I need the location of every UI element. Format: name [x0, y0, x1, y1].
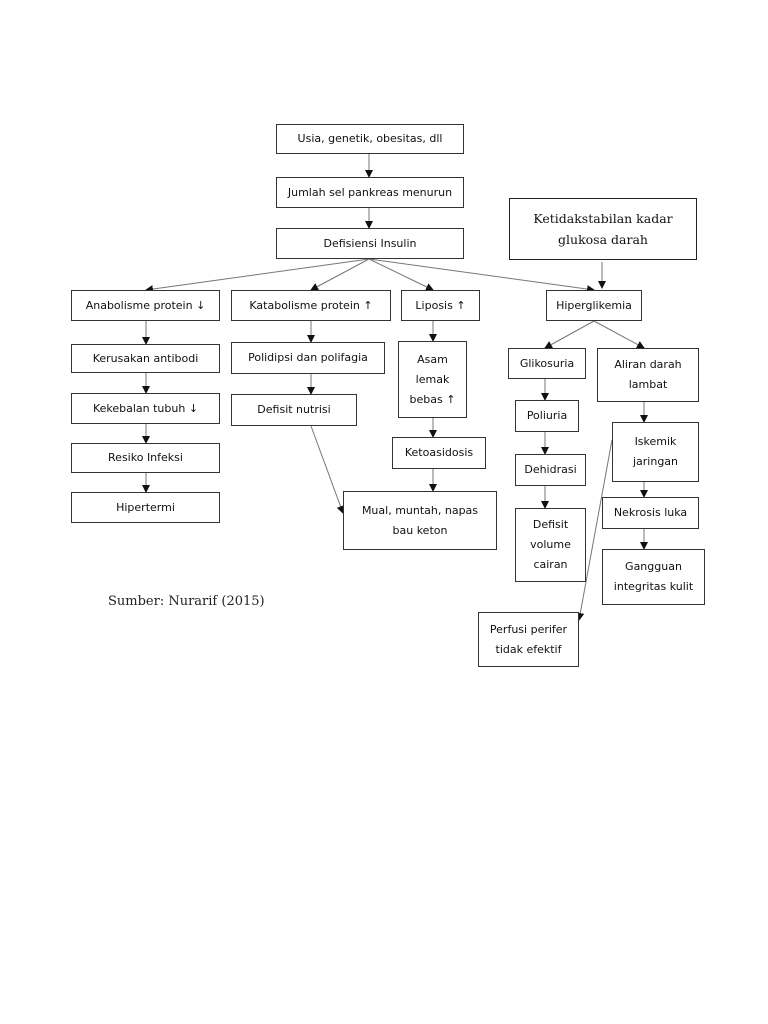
- node-hipertermi: Hipertermi: [71, 492, 220, 523]
- node-poliuria: Poliuria: [515, 400, 579, 432]
- node-defisiensi-insulin-label: Defisiensi Insulin: [323, 236, 417, 250]
- node-kerusakan-antibodi-label: Kerusakan antibodi: [92, 351, 199, 365]
- edge-defisiensi-anabolisme: [145, 258, 370, 293]
- node-kerusakan-antibodi: Kerusakan antibodi: [71, 344, 220, 373]
- node-mual-muntah-label: Mual, muntah, napas bau keton: [361, 503, 479, 537]
- node-defisit-nutrisi: Defisit nutrisi: [231, 394, 357, 426]
- source-caption: Sumber: Nurarif (2015): [108, 594, 265, 609]
- node-glikosuria: Glikosuria: [508, 348, 586, 379]
- node-poliuria-label: Poliuria: [526, 409, 568, 422]
- edge-iskemik-perfusi: [576, 439, 613, 621]
- node-usia-genetik: Usia, genetik, obesitas, dll: [276, 124, 464, 154]
- node-liposis-label: Liposis ↑: [415, 298, 466, 312]
- edge-defisiensi-hiperglikemia: [368, 258, 595, 294]
- node-aliran-darah-lambat: Aliran darah lambat: [597, 348, 699, 402]
- node-hiperglikemia-label: Hiperglikemia: [556, 298, 632, 312]
- node-jumlah-sel-pankreas: Jumlah sel pankreas menurun: [276, 177, 464, 208]
- node-dehidrasi: Dehidrasi: [515, 454, 586, 486]
- node-anabolisme-protein: Anabolisme protein ↓: [71, 290, 220, 321]
- node-glikosuria-label: Glikosuria: [519, 356, 575, 370]
- node-kekebalan-tubuh-label: Kekebalan tubuh ↓: [92, 401, 199, 415]
- node-nekrosis-luka: Nekrosis luka: [602, 497, 699, 529]
- node-mual-muntah: Mual, muntah, napas bau keton: [343, 491, 497, 550]
- node-defisit-volume-cairan-label: Defisit volume cairan: [530, 518, 571, 571]
- edge-hiperglikemia-aliran: [593, 320, 645, 349]
- node-defisit-volume-cairan: Defisit volume cairan: [515, 508, 586, 582]
- node-gangguan-integritas-kulit: Gangguan integritas kulit: [602, 549, 705, 605]
- node-asam-lemak-bebas: Asam lemak bebas ↑: [398, 341, 467, 418]
- edge-defisit-mual: [310, 425, 345, 514]
- node-ketidakstabilan-glukosa: Ketidakstabilan kadar glukosa darah: [509, 198, 697, 260]
- node-iskemik-jaringan-label: Iskemik jaringan: [632, 435, 679, 468]
- edge-defisiensi-liposis: [368, 258, 434, 291]
- edge-defisiensi-katabolisme: [310, 258, 370, 291]
- node-polidipsi-polifagia: Polidipsi dan polifagia: [231, 342, 385, 374]
- node-usia-genetik-label: Usia, genetik, obesitas, dll: [297, 132, 443, 145]
- node-asam-lemak-bebas-label: Asam lemak bebas ↑: [409, 352, 456, 406]
- node-katabolisme-protein-label: Katabolisme protein ↑: [249, 298, 373, 312]
- node-aliran-darah-lambat-label: Aliran darah lambat: [614, 358, 682, 391]
- node-ketoasidosis: Ketoasidosis: [392, 437, 486, 469]
- node-dehidrasi-label: Dehidrasi: [524, 463, 577, 476]
- edge-hiperglikemia-glikosuria: [544, 320, 595, 349]
- node-resiko-infeksi: Resiko Infeksi: [71, 443, 220, 473]
- node-katabolisme-protein: Katabolisme protein ↑: [231, 290, 391, 321]
- node-kekebalan-tubuh: Kekebalan tubuh ↓: [71, 393, 220, 424]
- node-ketidakstabilan-glukosa-label: Ketidakstabilan kadar glukosa darah: [533, 211, 673, 247]
- node-hiperglikemia: Hiperglikemia: [546, 290, 642, 321]
- node-defisit-nutrisi-label: Defisit nutrisi: [257, 403, 331, 416]
- node-nekrosis-luka-label: Nekrosis luka: [613, 506, 688, 519]
- node-polidipsi-polifagia-label: Polidipsi dan polifagia: [248, 351, 368, 364]
- node-defisiensi-insulin: Defisiensi Insulin: [276, 228, 464, 259]
- node-resiko-infeksi-label: Resiko Infeksi: [108, 451, 183, 464]
- node-anabolisme-protein-label: Anabolisme protein ↓: [85, 298, 206, 312]
- node-hipertermi-label: Hipertermi: [116, 500, 175, 514]
- node-perfusi-perifer: Perfusi perifer tidak efektif: [478, 612, 579, 667]
- node-jumlah-sel-pankreas-label: Jumlah sel pankreas menurun: [287, 185, 453, 199]
- node-gangguan-integritas-kulit-label: Gangguan integritas kulit: [613, 560, 694, 593]
- node-liposis: Liposis ↑: [401, 290, 480, 321]
- node-perfusi-perifer-label: Perfusi perifer tidak efektif: [489, 622, 568, 656]
- node-ketoasidosis-label: Ketoasidosis: [404, 446, 474, 459]
- node-iskemik-jaringan: Iskemik jaringan: [612, 422, 699, 482]
